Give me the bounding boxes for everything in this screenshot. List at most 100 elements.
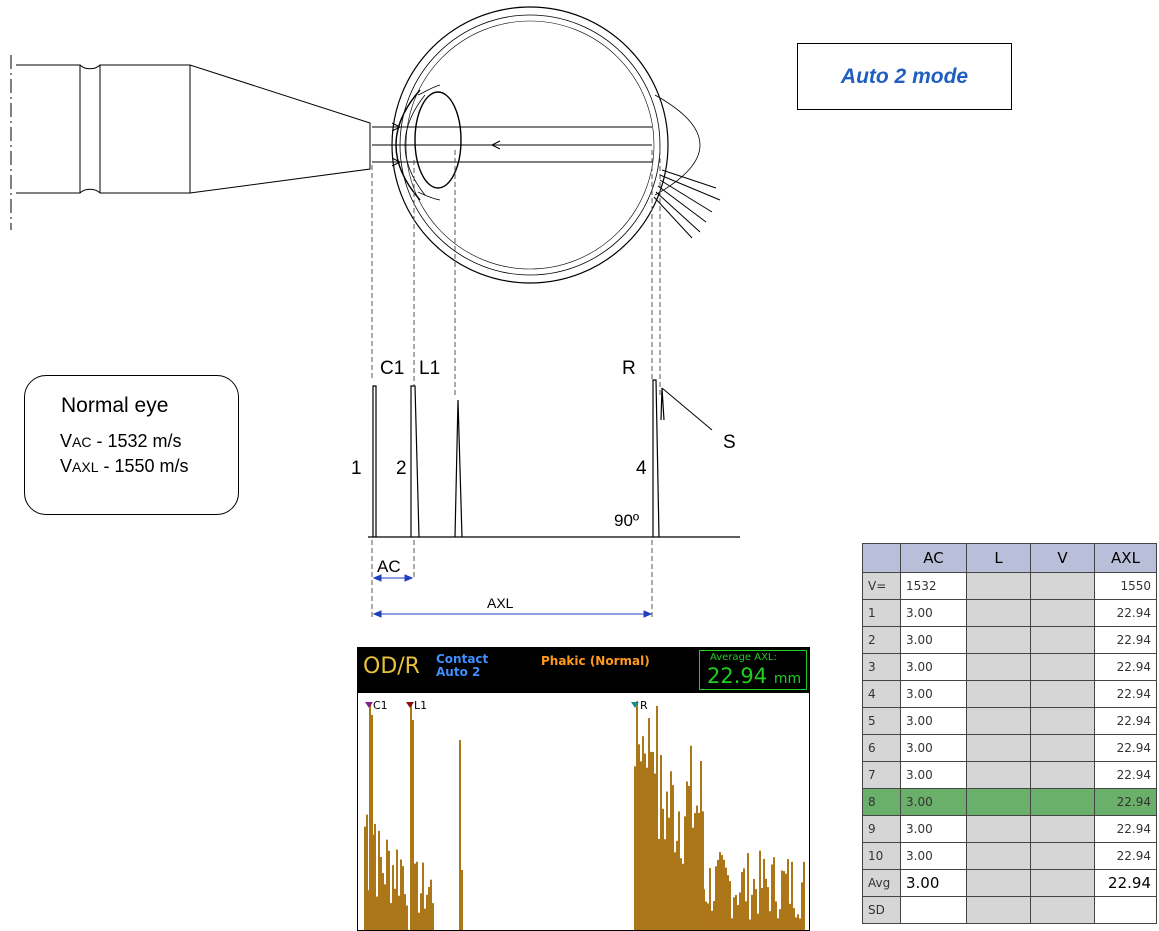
average-axl: 22.94	[1094, 869, 1157, 897]
row-axl[interactable]: 22.94	[1094, 626, 1157, 654]
row-ac[interactable]: 3.00	[900, 734, 967, 762]
row-axl[interactable]: 22.94	[1094, 653, 1157, 681]
table-header-v[interactable]: V	[1030, 543, 1095, 573]
row-axl[interactable]: 22.94	[1094, 842, 1157, 870]
row-l[interactable]	[966, 707, 1031, 735]
row-v[interactable]	[1030, 815, 1095, 843]
schematic-spikes	[368, 379, 740, 538]
row-ac[interactable]: 3.00	[900, 761, 967, 789]
row-v[interactable]	[1030, 626, 1095, 654]
row-number: 7	[862, 761, 901, 789]
ascan-average-unit: mm	[773, 671, 802, 687]
row-v[interactable]	[1030, 707, 1095, 735]
row-ac[interactable]: 3.00	[900, 653, 967, 681]
row-v[interactable]	[1030, 788, 1095, 816]
marker-l1-label: L1	[414, 699, 427, 712]
row-l[interactable]	[966, 626, 1031, 654]
mode-label: Auto 2 mode	[840, 64, 969, 88]
row-ac[interactable]: 3.00	[900, 599, 967, 627]
row-v[interactable]	[1030, 680, 1095, 708]
row-l[interactable]	[966, 815, 1031, 843]
marker-r-icon	[631, 702, 639, 708]
table-header-axl[interactable]: AXL	[1094, 543, 1157, 573]
row-axl[interactable]: 22.94	[1094, 761, 1157, 789]
ultrasound-probe	[10, 55, 371, 230]
row-l[interactable]	[966, 842, 1031, 870]
average-v	[1030, 869, 1095, 897]
table-header-ac[interactable]: AC	[900, 543, 967, 573]
ascan-average-value: 22.94	[707, 664, 768, 688]
row-axl[interactable]: 22.94	[1094, 734, 1157, 762]
row-ac[interactable]: 3.00	[900, 680, 967, 708]
row-v[interactable]	[1030, 653, 1095, 681]
row-v[interactable]	[1030, 734, 1095, 762]
sd-row: SD	[862, 896, 1157, 924]
row-number: 3	[862, 653, 901, 681]
ascan-display: OD/R Contact Auto 2 Phakic (Normal) Aver…	[357, 647, 810, 931]
velocity-ac[interactable]: 1532	[900, 572, 967, 600]
row-ac[interactable]: 3.00	[900, 626, 967, 654]
label-angle: 90º	[614, 511, 639, 530]
row-l[interactable]	[966, 653, 1031, 681]
row-axl[interactable]: 22.94	[1094, 788, 1157, 816]
velocity-v[interactable]	[1030, 572, 1095, 600]
label-c1: C1	[380, 358, 404, 379]
velocity-axl-v: V	[60, 456, 73, 476]
velocity-row-label: V=	[862, 572, 901, 600]
label-s: S	[723, 432, 736, 453]
sd-l	[966, 896, 1031, 924]
velocity-axl-sub: AXL	[72, 459, 99, 475]
ascan-lens-label: Phakic (Normal)	[541, 654, 650, 668]
label-spike-4: 4	[636, 458, 647, 479]
row-v[interactable]	[1030, 761, 1095, 789]
ascan-contact-label: Contact	[436, 652, 489, 666]
ascan-eye-label: OD/R	[363, 654, 420, 679]
row-axl[interactable]: 22.94	[1094, 707, 1157, 735]
ascan-average-label: Average AXL:	[710, 652, 777, 663]
marker-c1-label: C1	[373, 699, 388, 712]
velocity-row[interactable]: V= 1532 1550	[862, 572, 1157, 600]
row-axl[interactable]: 22.94	[1094, 680, 1157, 708]
velocity-l[interactable]	[966, 572, 1031, 600]
label-axl: AXL	[487, 595, 514, 611]
velocity-axl[interactable]: 1550	[1094, 572, 1157, 600]
table-header-l[interactable]: L	[966, 543, 1031, 573]
row-l[interactable]	[966, 788, 1031, 816]
row-l[interactable]	[966, 761, 1031, 789]
row-number: 8	[862, 788, 901, 816]
row-ac[interactable]: 3.00	[900, 707, 967, 735]
row-ac[interactable]: 3.00	[900, 842, 967, 870]
row-number: 1	[862, 599, 901, 627]
row-l[interactable]	[966, 680, 1031, 708]
row-l[interactable]	[966, 734, 1031, 762]
label-r: R	[622, 358, 636, 379]
normal-eye-box: Normal eye VAC - 1532 m/s VAXL - 1550 m/…	[24, 375, 239, 515]
label-ac: AC	[377, 557, 401, 576]
row-number: 6	[862, 734, 901, 762]
row-l[interactable]	[966, 599, 1031, 627]
row-ac[interactable]: 3.00	[900, 815, 967, 843]
row-ac[interactable]: 3.00	[900, 788, 967, 816]
normal-eye-title: Normal eye	[61, 394, 169, 417]
row-number: 4	[862, 680, 901, 708]
velocity-ac-value: - 1532 m/s	[91, 431, 182, 451]
row-v[interactable]	[1030, 842, 1095, 870]
ascan-average-box: Average AXL: 22.94 mm	[699, 650, 807, 690]
row-axl[interactable]: 22.94	[1094, 815, 1157, 843]
row-v[interactable]	[1030, 599, 1095, 627]
label-spike-2: 2	[396, 458, 407, 479]
row-axl[interactable]: 22.94	[1094, 599, 1157, 627]
projection-lines	[371, 150, 661, 620]
velocity-ac-sub: AC	[72, 434, 92, 450]
